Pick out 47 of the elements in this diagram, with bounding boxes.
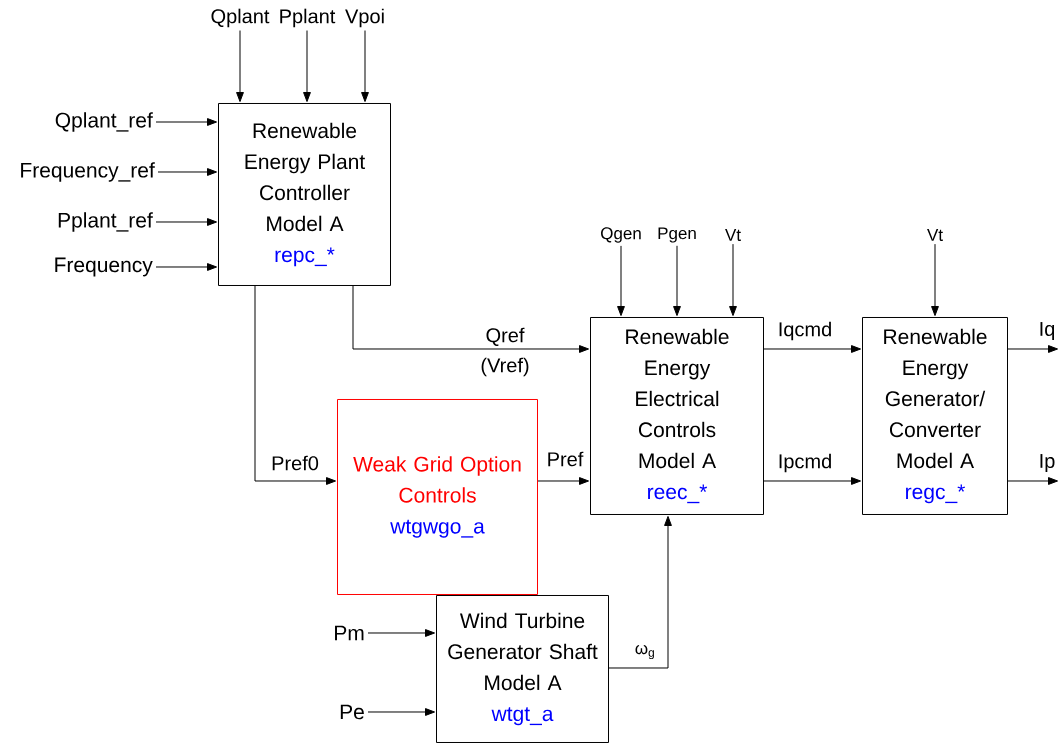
block-box: Weak Grid Option Controls wtgwgo_a [337, 399, 538, 595]
arrow [763, 477, 862, 485]
arrow [236, 30, 244, 103]
signal-label: Pplant_ref [58, 212, 153, 232]
signal-label: Pgen [658, 227, 696, 243]
arrow [537, 477, 590, 485]
block-box: Renewable Energy Generator/ Converter Model A regc_* [862, 317, 1008, 515]
arrow [157, 168, 218, 176]
arrow [303, 30, 311, 103]
arrow [155, 218, 218, 226]
arrow [729, 243, 737, 317]
edge-label: Pref0 [272, 455, 319, 471]
arrow [155, 118, 218, 126]
edge-label: Ip [1040, 454, 1055, 472]
signal-label: Pm [335, 625, 364, 641]
arrow [367, 708, 436, 716]
signal-label: Vt [927, 229, 943, 241]
block-box: Wind Turbine Generator Shaft Model A wtgt_a [436, 595, 609, 743]
edge-label: Qref (Vref) [481, 327, 529, 377]
block-box: Renewable Energy Electrical Controls Model A reec_* [590, 317, 764, 515]
arrow [617, 245, 625, 317]
signal-label: Qplant_ref [55, 112, 153, 132]
block-box: Renewable Energy Plant Controller Model A repc_* [218, 103, 391, 286]
signal-label: Pplant [280, 8, 336, 28]
signal-label: Vpoi [345, 8, 384, 28]
arrow [254, 285, 337, 485]
signal-label: Qplant [211, 8, 270, 28]
edge-label: Iqcmd [779, 321, 831, 341]
arrow [1007, 477, 1059, 485]
edge-label: Pref [548, 451, 584, 467]
arrow [763, 345, 862, 353]
arrow [155, 263, 218, 271]
edge-label: ω$_{g}$ [635, 644, 654, 660]
signal-label: Pe [340, 704, 364, 720]
edge-label: Iq [1040, 322, 1055, 340]
signal-label: Qgen [601, 227, 641, 243]
arrow [673, 245, 681, 317]
arrow [367, 629, 436, 637]
arrow [608, 515, 672, 669]
arrow [931, 243, 939, 317]
signal-label: Frequency [55, 257, 153, 277]
arrow [1007, 345, 1059, 353]
signal-label: Frequency_ref [21, 162, 155, 182]
arrow [361, 30, 369, 103]
edge-label: Ipcmd [779, 453, 831, 473]
arrow [352, 285, 590, 353]
signal-label: Vt [725, 229, 741, 241]
